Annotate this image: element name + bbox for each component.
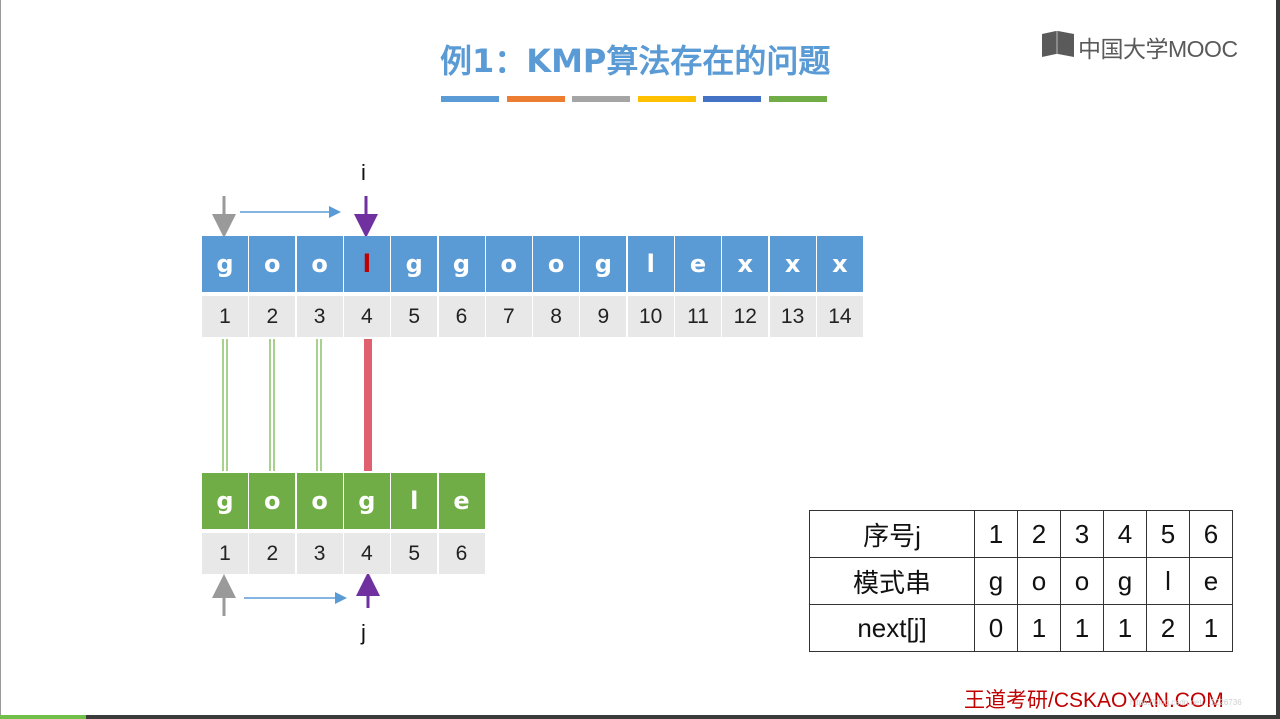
playback-progress[interactable] [0, 715, 86, 719]
main-char-cell: g [202, 236, 248, 292]
match-link-2 [269, 339, 275, 471]
main-char-cell: x [816, 236, 863, 292]
main-char-cell: o [296, 236, 343, 292]
slide-title: 例1：KMP算法存在的问题 [440, 42, 831, 80]
main-index-cell: 7 [485, 296, 532, 337]
cell-next-4: 1 [1103, 604, 1147, 652]
row-header-j: 序号j [809, 510, 975, 558]
pointer-i-label: i [361, 160, 366, 185]
next-array-table: 序号j 1 2 3 4 5 6 模式串 g o o g l e next[j] … [809, 510, 1233, 652]
main-char-cell: l [343, 236, 390, 292]
table-row-pattern: 模式串 g o o g l e [809, 557, 1233, 605]
cell-pattern-5: l [1146, 557, 1190, 605]
watermark-text: 王道考研/CSKAOYAN.COM [964, 689, 1224, 712]
cell-pattern-4: g [1103, 557, 1147, 605]
cell-pattern-1: g [974, 557, 1018, 605]
match-link-3 [316, 339, 322, 471]
main-index-cell: 5 [391, 296, 438, 337]
match-link-1 [222, 339, 228, 471]
cell-j-3: 3 [1060, 510, 1104, 558]
table-row-next: next[j] 0 1 1 1 2 1 [809, 604, 1233, 652]
main-char-cell: o [485, 236, 532, 292]
pattern-index-cell: 6 [438, 533, 485, 574]
row-header-pattern: 模式串 [809, 557, 975, 605]
pattern-char-cell: o [249, 473, 296, 529]
book-icon [1042, 31, 1074, 57]
cell-pattern-2: o [1017, 557, 1061, 605]
main-char-cell: o [249, 236, 296, 292]
pattern-char-cell: l [391, 473, 438, 529]
main-index-cell: 1 [202, 296, 248, 337]
main-char-cell: g [580, 236, 627, 292]
cell-next-3: 1 [1060, 604, 1104, 652]
table-row-j: 序号j 1 2 3 4 5 6 [809, 510, 1233, 558]
title-color-bar [572, 96, 630, 102]
pattern-index-cell: 3 [296, 533, 343, 574]
title-color-bar [441, 96, 499, 102]
cell-pattern-3: o [1060, 557, 1104, 605]
pattern-index-cell: 4 [343, 533, 390, 574]
cell-j-6: 6 [1189, 510, 1233, 558]
cell-j-4: 4 [1103, 510, 1147, 558]
main-index-cell: 9 [580, 296, 627, 337]
pointer-j-label: j [361, 620, 366, 645]
main-index-cell: 12 [722, 296, 769, 337]
cell-next-2: 1 [1017, 604, 1061, 652]
faint-url-text: https://blog.csdn.net/...1226736 [1130, 698, 1242, 707]
cell-j-1: 1 [974, 510, 1018, 558]
cell-next-1: 0 [974, 604, 1018, 652]
pattern-char-cell: e [438, 473, 485, 529]
main-char-cell: l [627, 236, 674, 292]
row-header-next: next[j] [809, 604, 975, 652]
title-color-bar [506, 96, 565, 102]
pattern-index-cell: 5 [391, 533, 438, 574]
mooc-logo-text: 中国大学MOOC [1078, 36, 1238, 62]
main-char-cell: x [769, 236, 816, 292]
cell-pattern-6: e [1189, 557, 1233, 605]
title-color-bar [768, 96, 827, 102]
main-index-cell: 3 [296, 296, 343, 337]
main-index-cell: 14 [816, 296, 863, 337]
main-index-cell: 13 [769, 296, 816, 337]
main-index-cell: 8 [533, 296, 580, 337]
pattern-index-cell: 1 [202, 533, 248, 574]
pattern-char-cell: o [296, 473, 343, 529]
cell-j-2: 2 [1017, 510, 1061, 558]
main-char-cell: g [438, 236, 485, 292]
cell-next-5: 2 [1146, 604, 1190, 652]
pattern-index-cell: 2 [249, 533, 296, 574]
title-color-bar [703, 96, 761, 102]
main-index-cell: 6 [438, 296, 485, 337]
pattern-char-cell: g [202, 473, 248, 529]
title-color-bar [637, 96, 696, 102]
main-char-cell: o [533, 236, 580, 292]
main-index-cell: 4 [343, 296, 390, 337]
main-char-cell: g [391, 236, 438, 292]
main-index-cell: 2 [249, 296, 296, 337]
main-char-cell: x [722, 236, 769, 292]
mismatch-link-4 [364, 339, 372, 471]
cell-next-6: 1 [1189, 604, 1233, 652]
main-char-cell: e [675, 236, 721, 292]
frame-left-edge [0, 0, 1, 719]
cell-j-5: 5 [1146, 510, 1190, 558]
main-index-cell: 10 [627, 296, 674, 337]
pattern-char-cell: g [343, 473, 390, 529]
frame-bottom-edge [0, 715, 1280, 719]
frame-right-edge [1276, 0, 1280, 719]
main-index-cell: 11 [675, 296, 721, 337]
